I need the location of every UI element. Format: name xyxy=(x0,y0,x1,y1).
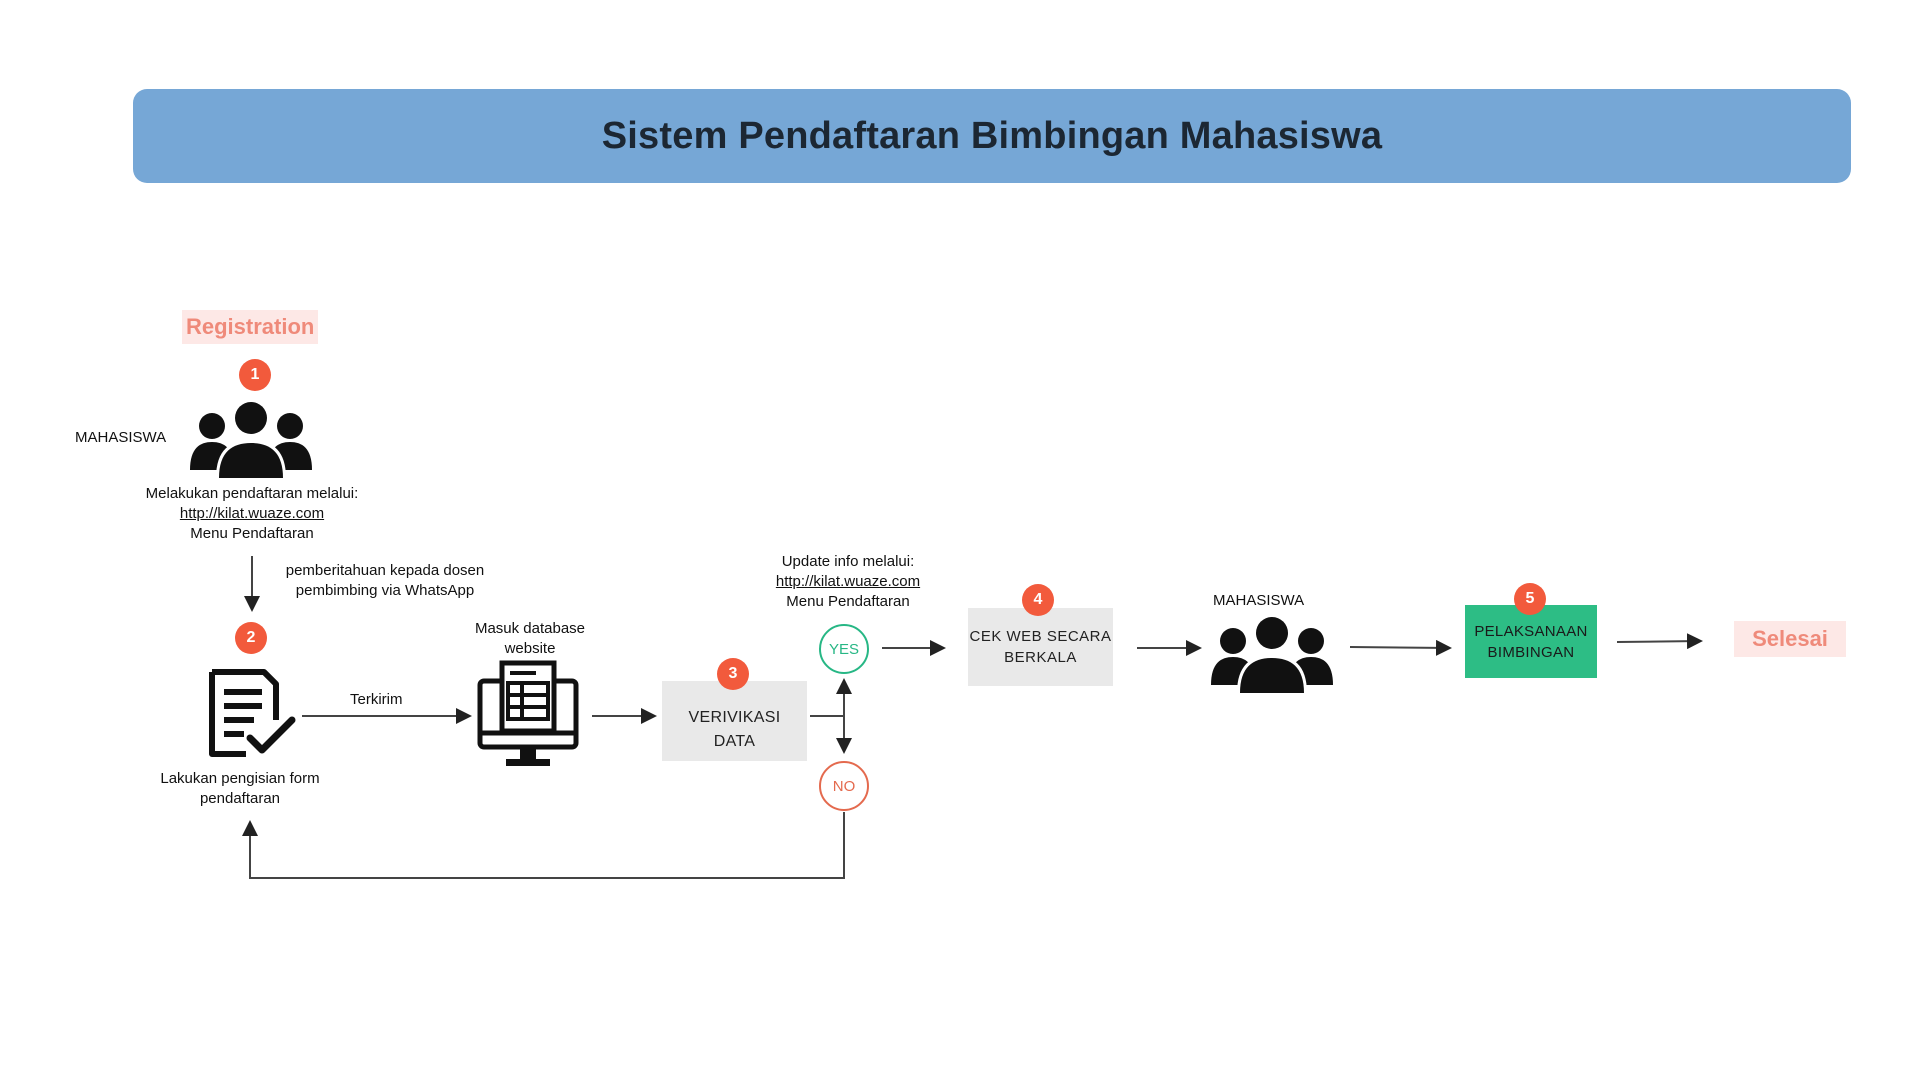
update-line-1: Update info melalui: xyxy=(781,553,915,570)
notify-note: pemberitahuan kepada dosen pembimbing vi… xyxy=(270,561,500,601)
verify-box: VERIVIKASI DATA xyxy=(662,681,807,761)
arrow-mahasiswa-to-execute xyxy=(1349,639,1452,656)
check-box: CEK WEB SECARA BERKALA xyxy=(968,608,1113,686)
register-link[interactable]: http://kilat.wuaze.com xyxy=(179,505,325,522)
step-badge-4: 4 xyxy=(1022,584,1054,616)
check-line-2: BERKALA xyxy=(1004,649,1077,666)
database-line-1: Masuk database xyxy=(474,620,586,637)
database-line-2: website xyxy=(504,640,556,657)
register-instructions: Melakukan pendaftaran melalui: http://ki… xyxy=(125,484,379,544)
notify-line-1: pemberitahuan kepada dosen xyxy=(285,562,485,579)
form-line-1: Lakukan pengisian form xyxy=(160,770,320,787)
form-checklist-icon xyxy=(206,668,298,765)
title-banner: Sistem Pendaftaran Bimbingan Mahasiswa xyxy=(133,89,1851,183)
verify-line-1: VERIVIKASI xyxy=(688,708,781,726)
page-title: Sistem Pendaftaran Bimbingan Mahasiswa xyxy=(601,114,1383,157)
database-caption: Masuk database website xyxy=(460,619,600,659)
form-instructions: Lakukan pengisian form pendaftaran xyxy=(140,769,340,809)
mahasiswa-label: MAHASISWA xyxy=(75,429,167,446)
database-computer-icon xyxy=(476,659,580,776)
step-badge-5: 5 xyxy=(1514,583,1546,615)
form-line-2: pendaftaran xyxy=(199,790,281,807)
update-instructions: Update info melalui: http://kilat.wuaze.… xyxy=(748,552,948,612)
sent-label: Terkirim xyxy=(350,691,403,708)
step-badge-1: 1 xyxy=(239,359,271,391)
execute-line-1: PELAKSANAAN xyxy=(1474,622,1588,640)
registration-tag: Registration xyxy=(182,310,319,344)
update-link[interactable]: http://kilat.wuaze.com xyxy=(775,573,921,590)
execute-line-2: BIMBINGAN xyxy=(1487,643,1575,661)
yes-decision: YES xyxy=(819,624,869,674)
check-line-1: CEK WEB SECARA xyxy=(969,628,1112,645)
register-line-1: Melakukan pendaftaran melalui: xyxy=(145,485,359,502)
arrow-execute-to-selesai xyxy=(1616,633,1703,650)
step-badge-3: 3 xyxy=(717,658,749,690)
register-line-3: Menu Pendaftaran xyxy=(190,525,314,542)
update-line-3: Menu Pendaftaran xyxy=(786,593,910,610)
verify-line-2: DATA xyxy=(713,732,756,750)
execute-box: PELAKSANAAN BIMBINGAN xyxy=(1465,605,1597,678)
selesai-tag: Selesai xyxy=(1734,621,1846,657)
mahasiswa-label-2: MAHASISWA xyxy=(1213,592,1305,609)
people-group-icon xyxy=(188,398,314,483)
loop-no-to-form xyxy=(242,812,845,879)
notify-line-2: pembimbing via WhatsApp xyxy=(295,582,475,599)
no-decision: NO xyxy=(819,761,869,811)
people-group-icon xyxy=(1209,613,1335,698)
step-badge-2: 2 xyxy=(235,622,267,654)
